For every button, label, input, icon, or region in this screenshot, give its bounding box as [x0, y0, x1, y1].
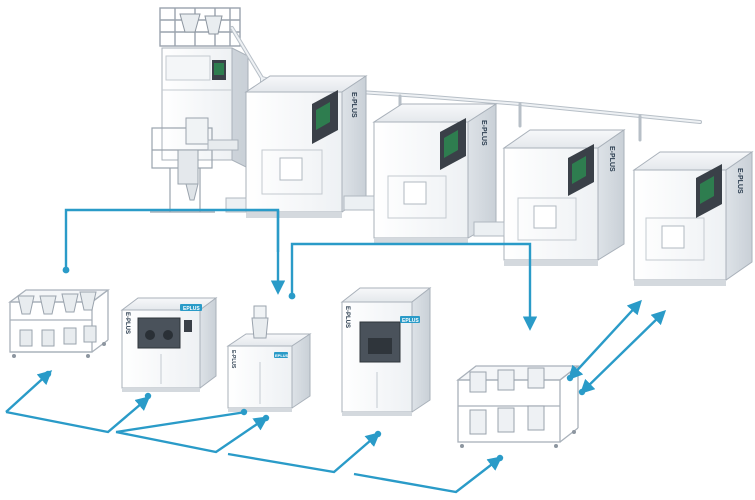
depowdering-station: EPLUS E-PLUS	[120, 297, 218, 392]
powder-storage-rack-right	[456, 365, 580, 448]
sieving-unit-brand-label: E-PLUS	[230, 350, 236, 369]
flow-right-rack-to-printers	[568, 299, 642, 381]
depowdering-station-badge: EPLUS	[183, 306, 200, 312]
sieving-unit-badge: EPLUS	[275, 353, 289, 358]
printer-unit-2: E-PLUS	[343, 103, 498, 244]
printer-unit-3: E-PLUS	[473, 129, 626, 266]
connector-dot-icon	[44, 266, 586, 462]
printer-4-brand-label: E-PLUS	[736, 168, 743, 194]
post-processing-badge: EPLUS	[402, 318, 419, 324]
post-processing-unit: EPLUS E-PLUS	[340, 286, 432, 416]
material-flow-lines	[5, 208, 667, 494]
powder-storage-rack-left	[8, 289, 110, 358]
flow-printers-to-left-rack	[64, 208, 280, 268]
printer-2-brand-label: E-PLUS	[480, 120, 487, 146]
flow-post-to-right-rack	[353, 456, 503, 494]
powder-silo-tower	[150, 7, 249, 213]
flow-sieving-to-post	[227, 432, 381, 474]
flow-printers-to-right-rack-2	[579, 309, 667, 395]
flow-depowdering-to-sieving	[115, 416, 269, 454]
powder-sieving-unit: EPLUS E-PLUS	[226, 305, 312, 412]
printer-1-brand-label: E-PLUS	[350, 92, 357, 118]
printer-unit-1: E-PLUS	[225, 75, 368, 218]
flow-left-rack-out	[5, 370, 53, 413]
printer-unit-4: E-PLUS	[632, 151, 754, 286]
depowdering-station-brand-label: E-PLUS	[124, 312, 130, 334]
printer-3-brand-label: E-PLUS	[608, 146, 615, 172]
flow-left-rack-return	[5, 396, 151, 434]
post-processing-brand-label: E-PLUS	[344, 306, 350, 328]
flow-depowdering-out	[115, 410, 247, 434]
flow-printers-to-right-rack	[290, 242, 538, 331]
